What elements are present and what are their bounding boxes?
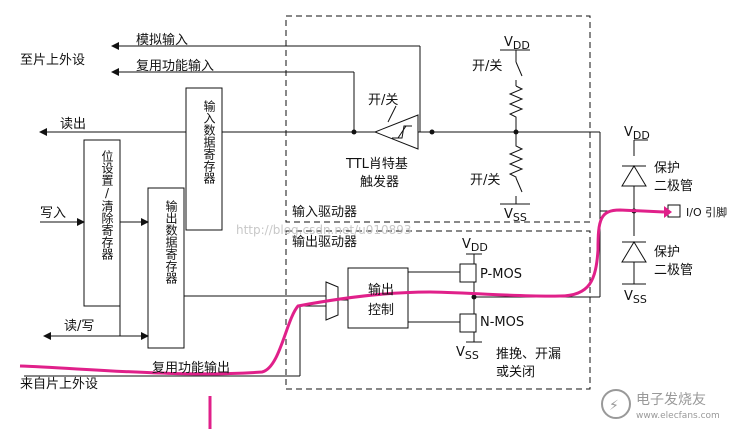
on-off-top-label: 开/关 — [472, 59, 502, 74]
push-pull-label-1: 推挽、开漏 — [496, 346, 561, 362]
output-driver-box — [285, 230, 591, 390]
read-out-label: 读出 — [60, 117, 86, 132]
analog-input-label: 模拟输入 — [136, 32, 188, 48]
input-driver-box — [285, 15, 591, 223]
on-off-trigger-label: 开/关 — [368, 93, 398, 108]
ttl-trigger-icon — [373, 114, 419, 150]
to-peripheral-label: 至片上外设 — [20, 53, 85, 68]
vss-out-label: VSS — [456, 345, 479, 362]
protect-diode-bottom-icon — [621, 241, 647, 263]
n-mos-icon — [459, 313, 477, 333]
output-control-label-2: 控制 — [368, 303, 394, 318]
bit-set-reset-register-label: 位设置/清除寄存器 — [100, 149, 114, 261]
input-data-register-label: 输入数据寄存器 — [202, 99, 216, 185]
on-off-bottom-label: 开/关 — [470, 173, 500, 188]
alt-func-output-label: 复用功能输出 — [152, 360, 230, 376]
input-data-register — [185, 87, 223, 231]
output-data-register — [147, 187, 185, 349]
alt-func-input-label: 复用功能输入 — [136, 58, 214, 74]
pull-up-resistor-icon — [508, 85, 524, 132]
output-data-register-label: 输出数据寄存器 — [164, 199, 178, 285]
protect-diode-bottom-label-1: 保护 — [654, 245, 680, 260]
svg-text:⚡: ⚡ — [609, 398, 619, 414]
svg-text:电子发烧友: 电子发烧友 — [636, 392, 706, 408]
vss-diode-label: VSS — [624, 289, 647, 306]
write-in-label: 写入 — [40, 206, 66, 221]
vss-top-label: VSS — [504, 207, 527, 224]
protect-diode-top-label-1: 保护 — [654, 161, 680, 176]
annotation-path — [19, 208, 665, 376]
bit-set-reset-register — [83, 139, 121, 307]
protect-diode-top-icon — [621, 165, 647, 187]
ttl-trigger-label-1: TTL肖特基 — [345, 157, 408, 172]
watermark-text: http://blog.csdn.net/u010893 — [236, 223, 412, 237]
annotation-arrow-icon — [664, 206, 672, 218]
elecfans-logo: ⚡ 电子发烧友 www.elecfans.com — [601, 389, 720, 421]
vdd-top-label: VDD — [504, 35, 530, 52]
push-pull-label-2: 或关闭 — [496, 365, 535, 380]
protect-diode-bottom-label-2: 二极管 — [654, 263, 693, 278]
n-mos-label: N-MOS — [480, 315, 524, 330]
vdd-out-label: VDD — [462, 237, 488, 254]
p-mos-label: P-MOS — [480, 267, 522, 282]
p-mos-icon — [459, 263, 477, 283]
protect-diode-top-label-2: 二极管 — [654, 179, 693, 194]
output-driver-label: 输出驱动器 — [292, 234, 357, 250]
svg-text:www.elecfans.com: www.elecfans.com — [636, 411, 720, 421]
pull-down-resistor-icon — [508, 132, 524, 178]
io-pin-label: I/O 引脚 — [686, 205, 727, 219]
input-driver-label: 输入驱动器 — [292, 204, 357, 220]
from-peripheral-label: 来自片上外设 — [20, 377, 98, 392]
vdd-diode-label: VDD — [624, 125, 650, 142]
output-control-label-1: 输出 — [368, 282, 394, 298]
read-write-label: 读/写 — [64, 319, 94, 334]
ttl-trigger-label-2: 触发器 — [360, 174, 399, 190]
